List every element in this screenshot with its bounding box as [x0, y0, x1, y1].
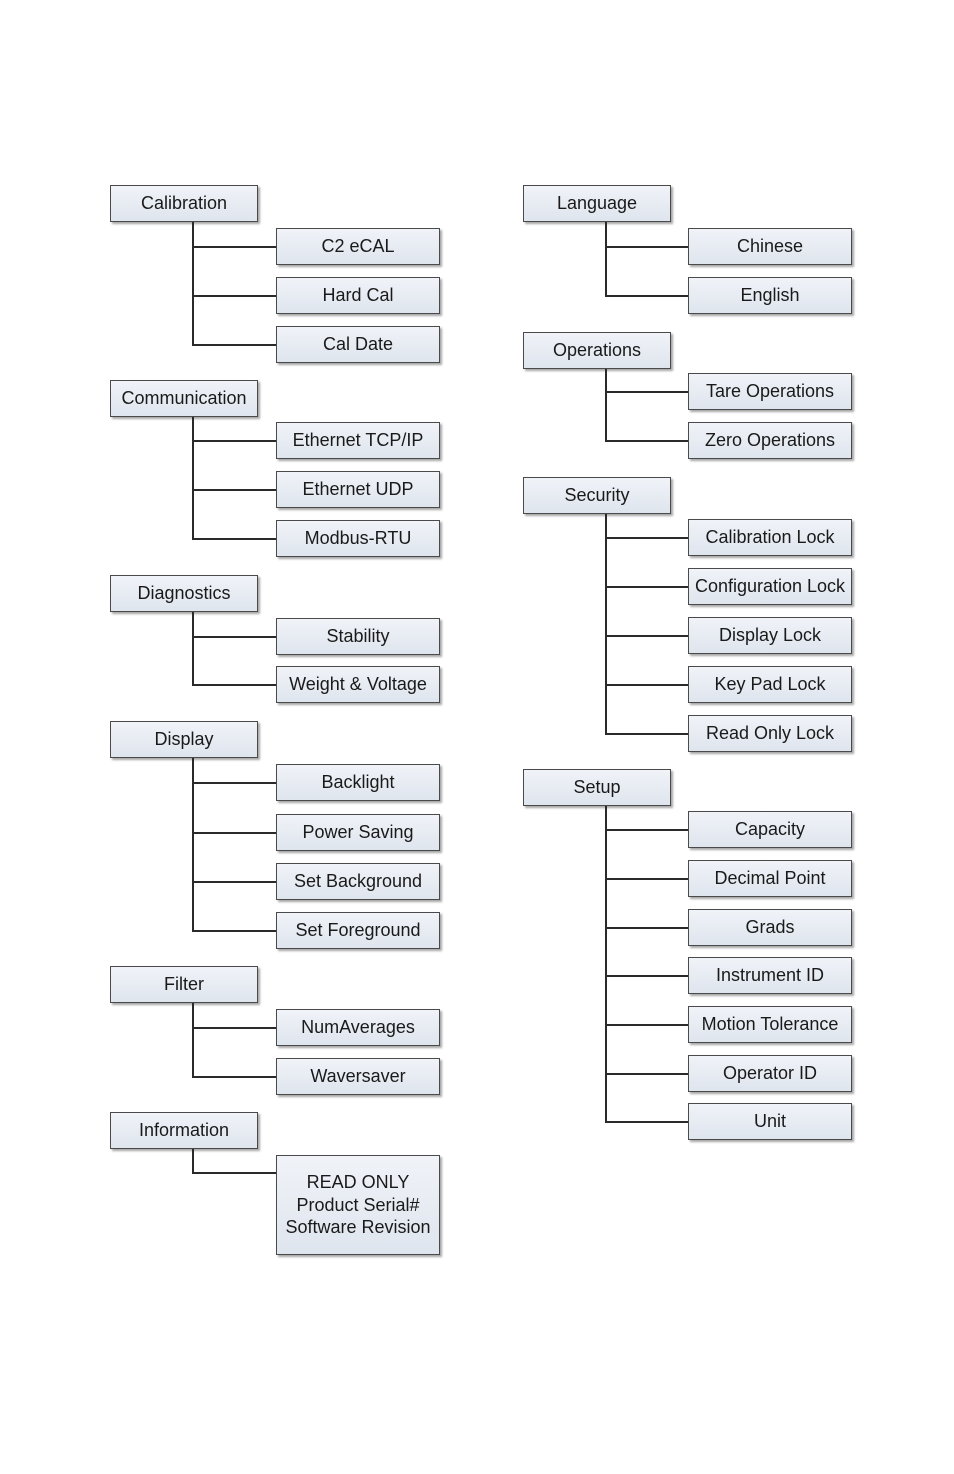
- connector-line: [606, 828, 688, 831]
- connector-trunk: [192, 612, 194, 686]
- connector-line: [606, 536, 688, 539]
- connector-line: [193, 880, 276, 883]
- menu-item-ethernet-udp: Ethernet UDP: [276, 471, 440, 508]
- menu-item-capacity: Capacity: [688, 811, 852, 848]
- connector-line: [193, 929, 276, 932]
- connector-line: [606, 634, 688, 637]
- menu-item-instrument-id: Instrument ID: [688, 957, 852, 994]
- menu-item-grads: Grads: [688, 909, 852, 946]
- menu-node-display: Display: [110, 721, 258, 758]
- connector-line: [606, 1072, 688, 1075]
- menu-item-backlight: Backlight: [276, 764, 440, 801]
- connector-trunk: [605, 369, 607, 442]
- connector-line: [193, 1075, 276, 1078]
- menu-item-modbus-rtu: Modbus-RTU: [276, 520, 440, 557]
- connector-line: [193, 245, 276, 248]
- menu-item-c2-ecal: C2 eCAL: [276, 228, 440, 265]
- connector-line: [193, 488, 276, 491]
- connector-line: [606, 390, 688, 393]
- menu-item-ethernet-tcp-ip: Ethernet TCP/IP: [276, 422, 440, 459]
- connector-line: [193, 537, 276, 540]
- connector-line: [606, 974, 688, 977]
- connector-trunk: [605, 222, 607, 297]
- connector-trunk: [192, 1003, 194, 1078]
- connector-line: [193, 294, 276, 297]
- menu-item-set-foreground: Set Foreground: [276, 912, 440, 949]
- menu-item-operator-id: Operator ID: [688, 1055, 852, 1092]
- connector-trunk: [192, 222, 194, 346]
- menu-item-unit: Unit: [688, 1103, 852, 1140]
- connector-line: [606, 294, 688, 297]
- connector-line: [193, 439, 276, 442]
- connector-line: [193, 635, 276, 638]
- menu-node-security: Security: [523, 477, 671, 514]
- connector-line: [193, 1026, 276, 1029]
- connector-line: [193, 1172, 276, 1174]
- connector-line: [606, 1120, 688, 1123]
- menu-item-chinese: Chinese: [688, 228, 852, 265]
- menu-item-read-only-lock: Read Only Lock: [688, 715, 852, 752]
- connector-line: [606, 926, 688, 929]
- menu-item-weight-voltage: Weight & Voltage: [276, 666, 440, 703]
- menu-node-operations: Operations: [523, 332, 671, 369]
- connector-line: [193, 831, 276, 834]
- connector-line: [606, 245, 688, 248]
- menu-item-read-only: READ ONLY Product Serial# Software Revis…: [276, 1155, 440, 1255]
- menu-item-key-pad-lock: Key Pad Lock: [688, 666, 852, 703]
- connector-line: [606, 439, 688, 442]
- menu-node-language: Language: [523, 185, 671, 222]
- connector-line: [606, 1023, 688, 1026]
- menu-item-calibration-lock: Calibration Lock: [688, 519, 852, 556]
- connector-trunk: [605, 806, 607, 1123]
- menu-item-stability: Stability: [276, 618, 440, 655]
- connector-trunk: [192, 758, 194, 932]
- connector-line: [606, 683, 688, 686]
- menu-item-power-saving: Power Saving: [276, 814, 440, 851]
- menu-item-set-background: Set Background: [276, 863, 440, 900]
- menu-node-information: Information: [110, 1112, 258, 1149]
- menu-item-hard-cal: Hard Cal: [276, 277, 440, 314]
- connector-line: [193, 781, 276, 784]
- menu-item-waversaver: Waversaver: [276, 1058, 440, 1095]
- menu-node-diagnostics: Diagnostics: [110, 575, 258, 612]
- menu-item-motion-tolerance: Motion Tolerance: [688, 1006, 852, 1043]
- menu-node-calibration: Calibration: [110, 185, 258, 222]
- menu-item-numaverages: NumAverages: [276, 1009, 440, 1046]
- connector-line: [606, 877, 688, 880]
- connector-line: [193, 343, 276, 346]
- connector-trunk: [605, 514, 607, 735]
- menu-item-english: English: [688, 277, 852, 314]
- menu-node-filter: Filter: [110, 966, 258, 1003]
- connector-line: [606, 585, 688, 588]
- menu-item-configuration-lock: Configuration Lock: [688, 568, 852, 605]
- connector-trunk: [192, 1149, 194, 1174]
- connector-trunk: [192, 417, 194, 540]
- menu-item-zero-operations: Zero Operations: [688, 422, 852, 459]
- menu-item-display-lock: Display Lock: [688, 617, 852, 654]
- connector-line: [193, 683, 276, 686]
- menu-node-communication: Communication: [110, 380, 258, 417]
- menu-node-setup: Setup: [523, 769, 671, 806]
- connector-line: [606, 732, 688, 735]
- menu-item-tare-operations: Tare Operations: [688, 373, 852, 410]
- menu-item-decimal-point: Decimal Point: [688, 860, 852, 897]
- menu-item-cal-date: Cal Date: [276, 326, 440, 363]
